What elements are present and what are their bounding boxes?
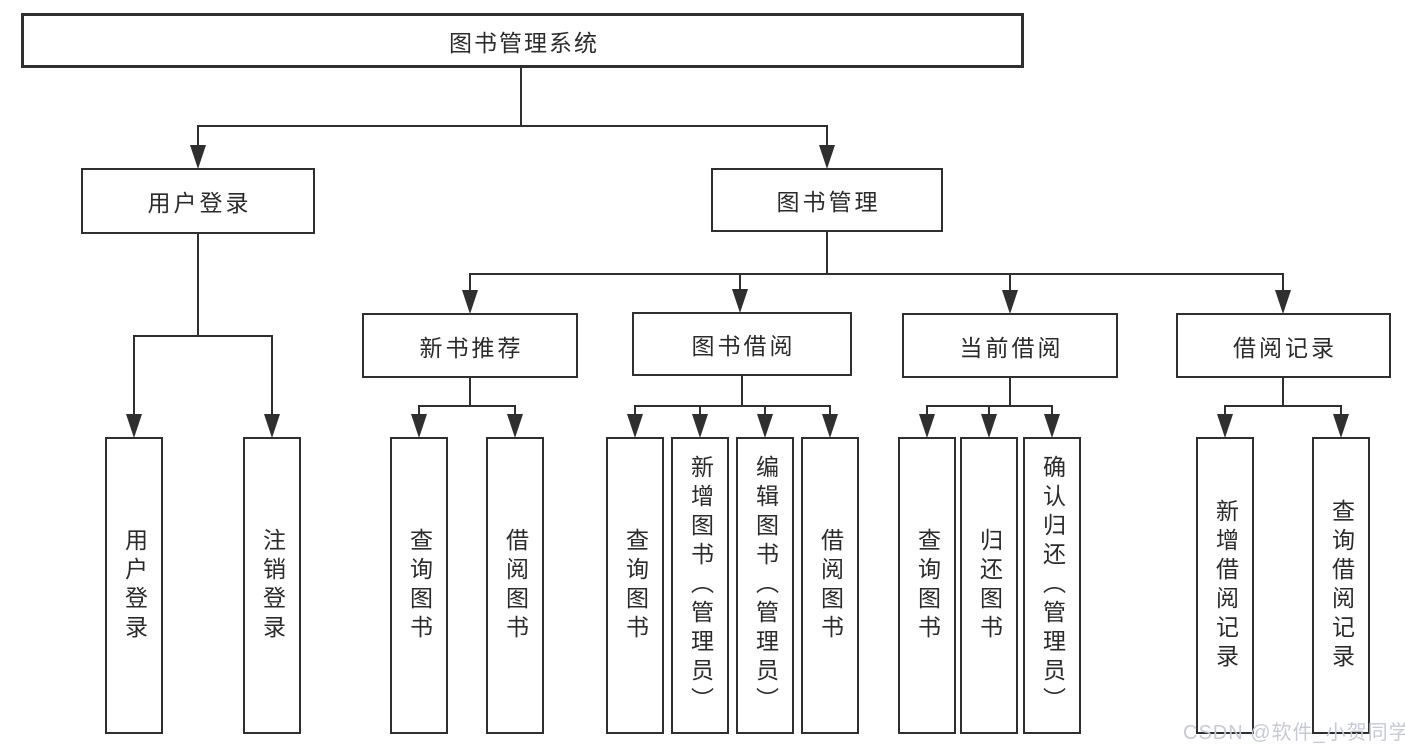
leaf-borrow-books: 借阅图书 — [486, 437, 544, 734]
node-user-login: 用户登录 — [81, 168, 315, 234]
arrow-down-icon — [264, 414, 280, 438]
arrow-down-icon — [507, 414, 523, 438]
connector-line — [634, 405, 636, 420]
connector-line — [197, 234, 199, 337]
arrow-down-icon — [1217, 414, 1233, 438]
connector-line — [1009, 273, 1011, 295]
arrow-down-icon — [1333, 414, 1349, 438]
connector-line — [764, 405, 766, 420]
connector-line — [699, 405, 701, 420]
connector-line — [133, 335, 135, 420]
leaf-user-login: 用户登录 — [105, 437, 163, 734]
arrow-down-icon — [1002, 290, 1018, 314]
arrow-down-icon — [1275, 290, 1291, 314]
connector-line — [1224, 405, 1342, 407]
leaf-return-books: 归还图书 — [960, 437, 1018, 734]
arrow-down-icon — [822, 414, 838, 438]
leaf-borrow-books: 借阅图书 — [801, 437, 859, 734]
connector-line — [826, 125, 828, 152]
connector-line — [418, 405, 420, 420]
leaf-logout: 注销登录 — [243, 437, 301, 734]
node-current-borrowing: 当前借阅 — [902, 313, 1118, 378]
connector-line — [271, 335, 273, 420]
arrow-down-icon — [627, 414, 643, 438]
watermark: CSDN @软件_小贺同学 — [1183, 722, 1405, 744]
arrow-down-icon — [411, 414, 427, 438]
connector-line — [829, 405, 831, 420]
arrow-down-icon — [919, 414, 935, 438]
leaf-add-borrow-record: 新增借阅记录 — [1196, 437, 1254, 734]
connector-line — [1282, 378, 1284, 407]
connector-line — [1009, 378, 1011, 407]
connector-line — [520, 68, 522, 127]
connector-line — [1051, 405, 1053, 420]
node-borrowing-records: 借阅记录 — [1176, 313, 1391, 378]
connector-line — [926, 405, 1053, 407]
node-library-management-system: 图书管理系统 — [21, 13, 1024, 68]
arrow-down-icon — [462, 290, 478, 314]
arrow-down-icon — [126, 414, 142, 438]
node-book-management: 图书管理 — [711, 168, 943, 232]
leaf-confirm-return-admin: 确认归还（管理员） — [1023, 437, 1081, 734]
arrow-down-icon — [757, 414, 773, 438]
arrow-down-icon — [981, 414, 997, 438]
node-book-borrowing: 图书借阅 — [632, 312, 852, 376]
connector-line — [1282, 273, 1284, 295]
arrow-down-icon — [692, 414, 708, 438]
node-new-book-recommend: 新书推荐 — [362, 313, 578, 378]
connector-line — [741, 376, 743, 407]
connector-line — [634, 405, 831, 407]
connector-line — [988, 405, 990, 420]
arrow-down-icon — [190, 145, 206, 169]
connector-line — [418, 405, 516, 407]
connector-line — [197, 125, 199, 152]
connector-line — [514, 405, 516, 420]
leaf-query-books: 查询图书 — [606, 437, 664, 734]
connector-line — [469, 378, 471, 407]
connector-line — [469, 273, 1284, 275]
leaf-query-books: 查询图书 — [898, 437, 956, 734]
arrow-down-icon — [732, 289, 748, 313]
connector-line — [197, 125, 828, 127]
connector-line — [1340, 405, 1342, 420]
connector-line — [739, 273, 741, 295]
leaf-edit-book-admin: 编辑图书（管理员） — [736, 437, 794, 734]
leaf-query-books: 查询图书 — [390, 437, 448, 734]
connector-line — [1224, 405, 1226, 420]
connector-line — [133, 335, 273, 337]
connector-line — [469, 273, 471, 295]
connector-line — [926, 405, 928, 420]
leaf-query-borrow-record: 查询借阅记录 — [1312, 437, 1370, 734]
leaf-add-book-admin: 新增图书（管理员） — [671, 437, 729, 734]
arrow-down-icon — [1044, 414, 1060, 438]
arrow-down-icon — [819, 145, 835, 169]
connector-line — [826, 232, 828, 275]
